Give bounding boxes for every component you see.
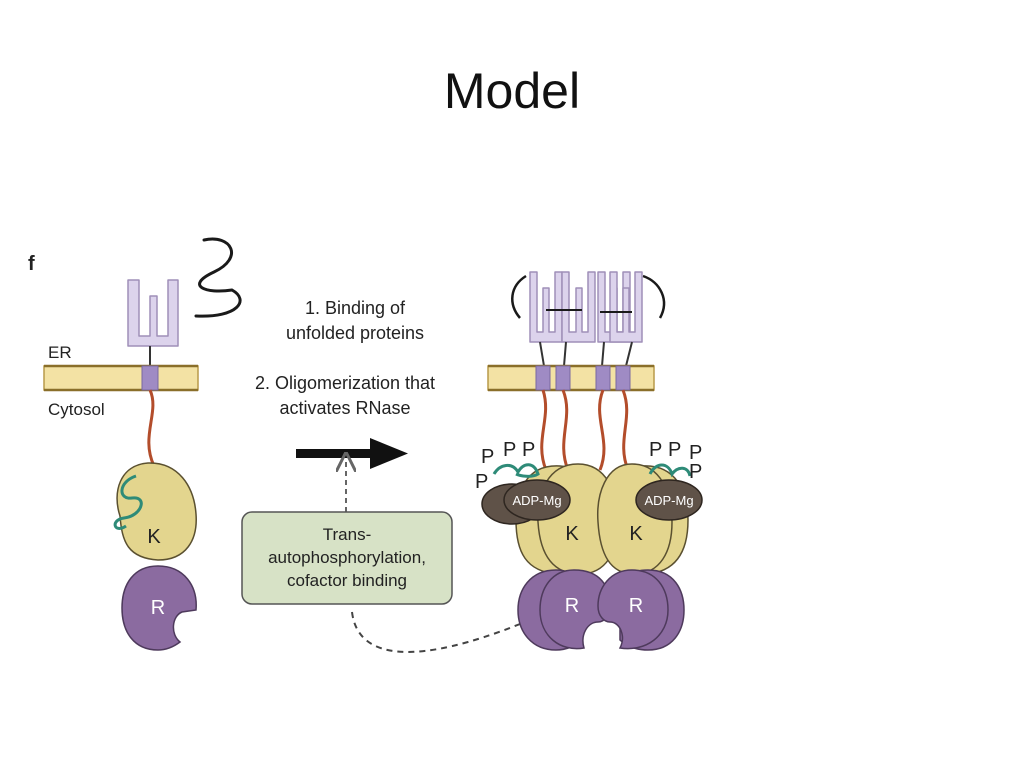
kinase-label-right-2: K bbox=[629, 523, 643, 545]
rnase-label-right-2: R bbox=[629, 595, 643, 617]
kinase-domain-left bbox=[116, 462, 197, 561]
phospho-label-2: P bbox=[503, 439, 516, 461]
phospho-label-8: P bbox=[689, 461, 702, 483]
rnase-label-left: R bbox=[151, 597, 165, 619]
slide-title: Model bbox=[443, 63, 581, 119]
rnase-domains-right bbox=[517, 569, 685, 651]
kinase-label-left: K bbox=[147, 526, 161, 548]
dashed-connector bbox=[351, 611, 521, 653]
callout-box bbox=[241, 511, 453, 605]
adp-mg-label-right: ADP-Mg bbox=[644, 493, 693, 508]
cytosolic-linker-left bbox=[147, 389, 156, 467]
phospho-label-3: P bbox=[522, 439, 535, 461]
phospho-label-6: P bbox=[668, 439, 681, 461]
adp-mg-right bbox=[635, 479, 703, 521]
transmembrane-helices-right bbox=[535, 365, 631, 391]
step2-line1: 2. Oligomerization that bbox=[255, 373, 435, 393]
callout-line2: autophosphorylation, bbox=[268, 548, 426, 567]
phospho-label-7: P bbox=[689, 442, 702, 464]
rnase-domain-left bbox=[121, 565, 197, 651]
callout-line3: cofactor binding bbox=[287, 571, 407, 590]
luminal-domain-left bbox=[127, 279, 179, 347]
callout-line1: Trans- bbox=[323, 525, 372, 544]
step1-line2: unfolded proteins bbox=[286, 323, 424, 343]
er-membrane-left bbox=[43, 365, 199, 391]
phospho-label-4: P bbox=[475, 471, 488, 493]
unfolded-protein-left bbox=[194, 237, 242, 318]
activation-loops-right bbox=[492, 463, 692, 478]
er-label: ER bbox=[48, 343, 72, 362]
unfolded-protein-right-b bbox=[642, 274, 666, 319]
step2-line2: activates RNase bbox=[279, 398, 410, 418]
phospho-label-5: P bbox=[649, 439, 662, 461]
adp-mg-label-left: ADP-Mg bbox=[512, 493, 561, 508]
activation-loop-left bbox=[113, 474, 143, 530]
kinase-label-right-1: K bbox=[565, 523, 579, 545]
panel-label: f bbox=[28, 253, 35, 275]
adp-mg-left bbox=[503, 479, 571, 521]
bound-peptide-right bbox=[546, 309, 632, 313]
oligomerization-arrow bbox=[296, 438, 408, 469]
cytosolic-linkers-right bbox=[540, 389, 630, 471]
step1-line1: 1. Binding of bbox=[305, 298, 406, 318]
transmembrane-helix-left bbox=[141, 365, 159, 391]
cytosol-label: Cytosol bbox=[48, 400, 105, 419]
unfolded-protein-right-a bbox=[511, 274, 527, 319]
phospho-label-1: P bbox=[481, 446, 494, 468]
luminal-linkers-right bbox=[539, 341, 633, 367]
luminal-domains-right bbox=[529, 271, 643, 343]
rnase-label-right-1: R bbox=[565, 595, 579, 617]
